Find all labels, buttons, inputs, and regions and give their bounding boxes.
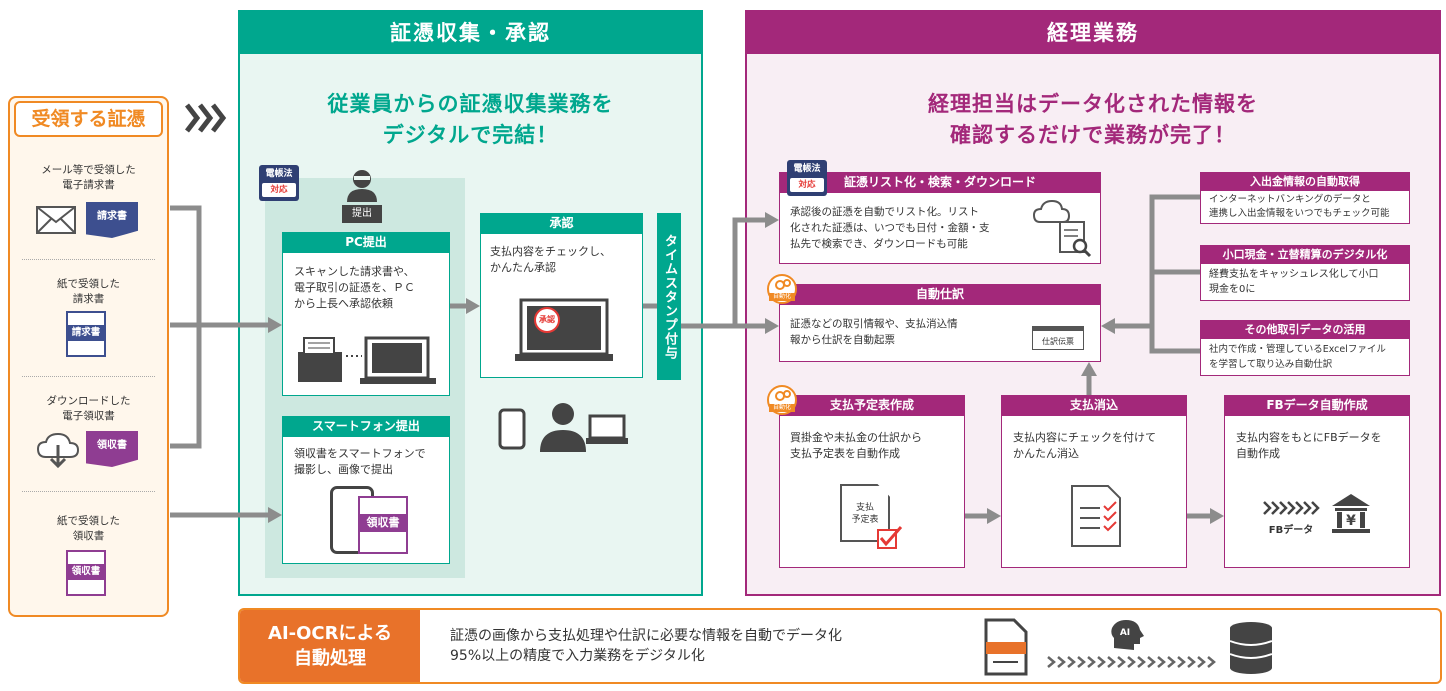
- auto-journal-text: 証憑などの取引情報や、支払消込情 報から仕訳を自動起票: [790, 318, 958, 346]
- bank-data-title: 入出金情報の自動取得: [1200, 172, 1410, 191]
- collect-approve-header: 証憑収集・承認: [240, 12, 701, 54]
- payment-clearing-title: 支払消込: [1001, 395, 1187, 416]
- ai-process-chevrons-icon: [1047, 656, 1216, 668]
- petty-cash-text: 経費支払をキャッシュレス化して小口 現金を0に: [1209, 269, 1379, 295]
- payment-clearing-text: 支払内容にチェックを付けて かんたん消込: [1013, 431, 1156, 460]
- invoice-tag: 請求書: [97, 211, 127, 222]
- pc-submit-text: スキャンした請求書や、 電子取引の証憑を、ＰＣ から上長へ承認依頼: [294, 265, 415, 310]
- accounting-header: 経理業務: [747, 12, 1439, 54]
- receipt-photo-icon: 領収書: [358, 496, 408, 554]
- laptop-approval-icon: [515, 298, 613, 361]
- divider: [22, 491, 155, 492]
- receipt-tag: 領収書: [97, 440, 127, 451]
- fb-data-card: [1224, 395, 1410, 568]
- accounting-subtitle: 経理担当はデータ化された情報を 確認するだけで業務が完了！: [928, 92, 1258, 147]
- divider: [22, 259, 155, 260]
- denchoho-badge: 電帳法 対応: [787, 160, 827, 196]
- automation-badge-label: 自動化: [769, 404, 795, 412]
- badge-line1: 電帳法: [265, 169, 293, 179]
- denchoho-badge: 電帳法 対応: [259, 165, 299, 201]
- receipt-tag: 領収書: [68, 564, 104, 580]
- received-item-email-invoice-label: メール等で受領した 電子請求書: [41, 164, 136, 191]
- other-data-title: その他取引データの活用: [1200, 320, 1410, 339]
- collect-subtitle: 従業員からの証憑収集業務を デジタルで完結！: [327, 92, 614, 147]
- badge-line2: 対応: [790, 178, 824, 192]
- fb-data-title: FBデータ自動作成: [1224, 395, 1410, 416]
- submit-tag: 提出: [342, 205, 382, 223]
- smartphone-submit-title: スマートフォン提出: [282, 416, 450, 437]
- paper-invoice-icon: 請求書: [66, 311, 106, 357]
- approve-title: 承認: [480, 213, 643, 234]
- checklist-doc-icon: [1071, 485, 1121, 547]
- ai-ocr-description: 証憑の画像から支払処理や仕訳に必要な情報を自動でデータ化 95%以上の精度で入力…: [450, 628, 842, 664]
- gear-icon: [775, 390, 791, 401]
- ai-label: AI: [1120, 628, 1130, 638]
- document-icon: [984, 618, 1028, 676]
- bank-icon: ¥: [1332, 494, 1370, 533]
- checkbox-icon: [877, 526, 903, 549]
- pc-submit-title: PC提出: [282, 232, 450, 253]
- payment-schedule-title: 支払予定表作成: [779, 395, 965, 416]
- cloud-download-icon: [36, 432, 80, 469]
- list-search-title: 証憑リスト化・検索・ダウンロード: [779, 172, 1101, 193]
- approve-stamp: 承認: [539, 315, 555, 324]
- divider: [22, 376, 155, 377]
- other-data-text: 社内で作成・管理しているExcelファイル を学習して取り込み自動仕訳: [1209, 344, 1386, 370]
- smartphone-submit-text: 領収書をスマートフォンで 撮影し、画像で提出: [294, 447, 426, 476]
- badge-line2: 対応: [262, 183, 296, 197]
- paper-receipt-icon: 領収書: [66, 550, 106, 596]
- journal-slip-icon: 仕訳伝票: [1032, 326, 1084, 350]
- gear-icon: [775, 279, 791, 290]
- database-icon: [1229, 622, 1273, 674]
- fb-data-text: 支払内容をもとにFBデータを 自動作成: [1236, 431, 1382, 460]
- chevrons-right-icon: [185, 103, 227, 133]
- approve-text: 支払内容をチェックし、 かんたん承認: [490, 245, 611, 274]
- ai-ocr-title: AI-OCRによる 自動処理: [240, 610, 420, 682]
- fb-data-label: FBデータ: [1268, 525, 1314, 536]
- payment-schedule-text: 買掛金や未払金の仕訳から 支払予定表を自動作成: [790, 431, 922, 460]
- automation-badge: 自動化: [767, 385, 797, 415]
- fb-transfer-chevrons-icon: [1263, 501, 1320, 515]
- automation-badge-label: 自動化: [769, 293, 795, 301]
- bank-data-text: インターネットバンキングのデータと 連携し入出金情報をいつでもチェック可能: [1209, 194, 1390, 219]
- cloud-search-doc-icon: [1032, 199, 1092, 258]
- automation-badge: 自動化: [767, 274, 797, 304]
- invoice-tag: 請求書: [68, 325, 104, 341]
- received-item-electronic-receipt-label: ダウンロードした 電子領収書: [46, 395, 131, 422]
- ai-head-icon: AI: [1111, 620, 1144, 650]
- electronic-receipt-icon: 領収書: [86, 431, 138, 467]
- received-item-paper-invoice-label: 紙で受領した 請求書: [57, 278, 120, 305]
- badge-line1: 電帳法: [793, 164, 821, 174]
- scanner-to-pc-icon: [298, 336, 436, 384]
- mail-icon: [36, 206, 76, 234]
- receipt-tag: 領収書: [360, 514, 406, 532]
- timestamp-bar: タイムスタンプ付与: [657, 213, 681, 380]
- auto-journal-title: 自動仕訳: [779, 284, 1101, 305]
- electronic-invoice-icon: 請求書: [86, 202, 138, 238]
- received-documents-title: 受領する証憑: [14, 101, 163, 137]
- received-item-paper-receipt-label: 紙で受領した 領収書: [57, 515, 120, 542]
- svg-text:¥: ¥: [1346, 513, 1356, 529]
- devices-and-user-icon: [498, 403, 628, 452]
- employee-icon: [347, 170, 377, 202]
- list-search-text: 承認後の証憑を自動でリスト化。リスト 化された証憑は、いつでも日付・金額・支 払…: [790, 206, 990, 250]
- petty-cash-title: 小口現金・立替精算のデジタル化: [1200, 245, 1410, 264]
